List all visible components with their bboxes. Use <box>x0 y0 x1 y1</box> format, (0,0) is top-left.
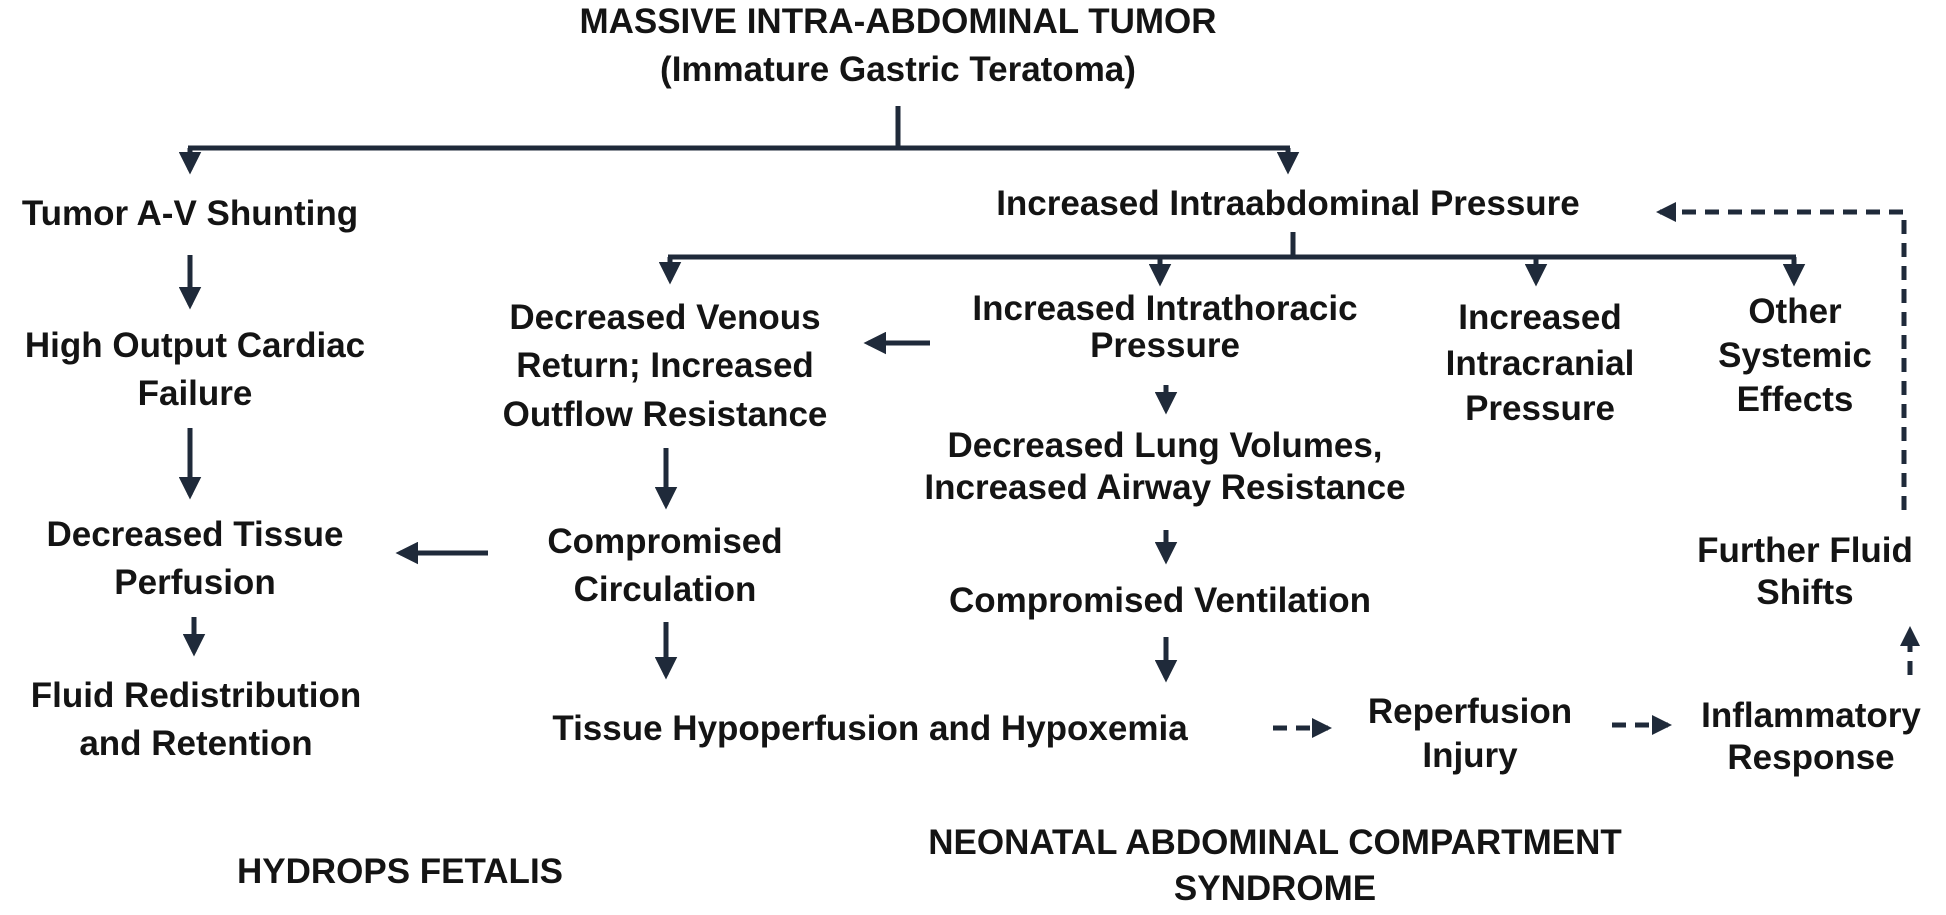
node-high-output-cardiac-failure: High Output Cardiac Failure <box>24 326 366 414</box>
node-decreased-lung-volumes: Decreased Lung Volumes, Increased Airway… <box>924 426 1406 507</box>
node-decreased-venous-return: Decreased Venous Return; Increased Outfl… <box>502 298 828 434</box>
node-fluid-redistribution: Fluid Redistribution and Retention <box>30 676 362 764</box>
node-increased-intraabdominal-pressure: Increased Intraabdominal Pressure <box>996 184 1580 223</box>
node-tumor-av-shunting: Tumor A-V Shunting <box>21 194 359 233</box>
node-reperfusion-injury: Reperfusion Injury <box>1367 692 1573 776</box>
diagram-title: MASSIVE INTRA-ABDOMINAL TUMOR (Immature … <box>448 0 1348 95</box>
node-compromised-circulation: Compromised Circulation <box>547 522 783 610</box>
node-further-fluid-shifts: Further Fluid Shifts <box>1697 531 1913 612</box>
node-increased-intrathoracic-pressure: Increased Intrathoracic Pressure <box>972 289 1358 366</box>
title-line-1: MASSIVE INTRA-ABDOMINAL TUMOR <box>579 2 1217 41</box>
node-inflammatory-response: Inflammatory Response <box>1701 696 1921 777</box>
label-neonatal-abdominal-compartment-syndrome: NEONATAL ABDOMINAL COMPARTMENT SYNDROME <box>928 823 1622 908</box>
node-compromised-ventilation: Compromised Ventilation <box>949 581 1371 620</box>
dashed-feedback-loop <box>1656 202 1907 510</box>
node-tissue-hypoperfusion: Tissue Hypoperfusion and Hypoxemia <box>552 709 1188 748</box>
node-increased-intracranial-pressure: Increased Intracranial Pressure <box>1445 298 1635 428</box>
label-hydrops-fetalis: HYDROPS FETALIS <box>236 852 564 891</box>
node-decreased-tissue-perfusion: Decreased Tissue Perfusion <box>46 515 344 603</box>
title-line-2: (Immature Gastric Teratoma) <box>660 50 1136 90</box>
node-other-systemic-effects: Other Systemic Effects <box>1718 292 1872 420</box>
